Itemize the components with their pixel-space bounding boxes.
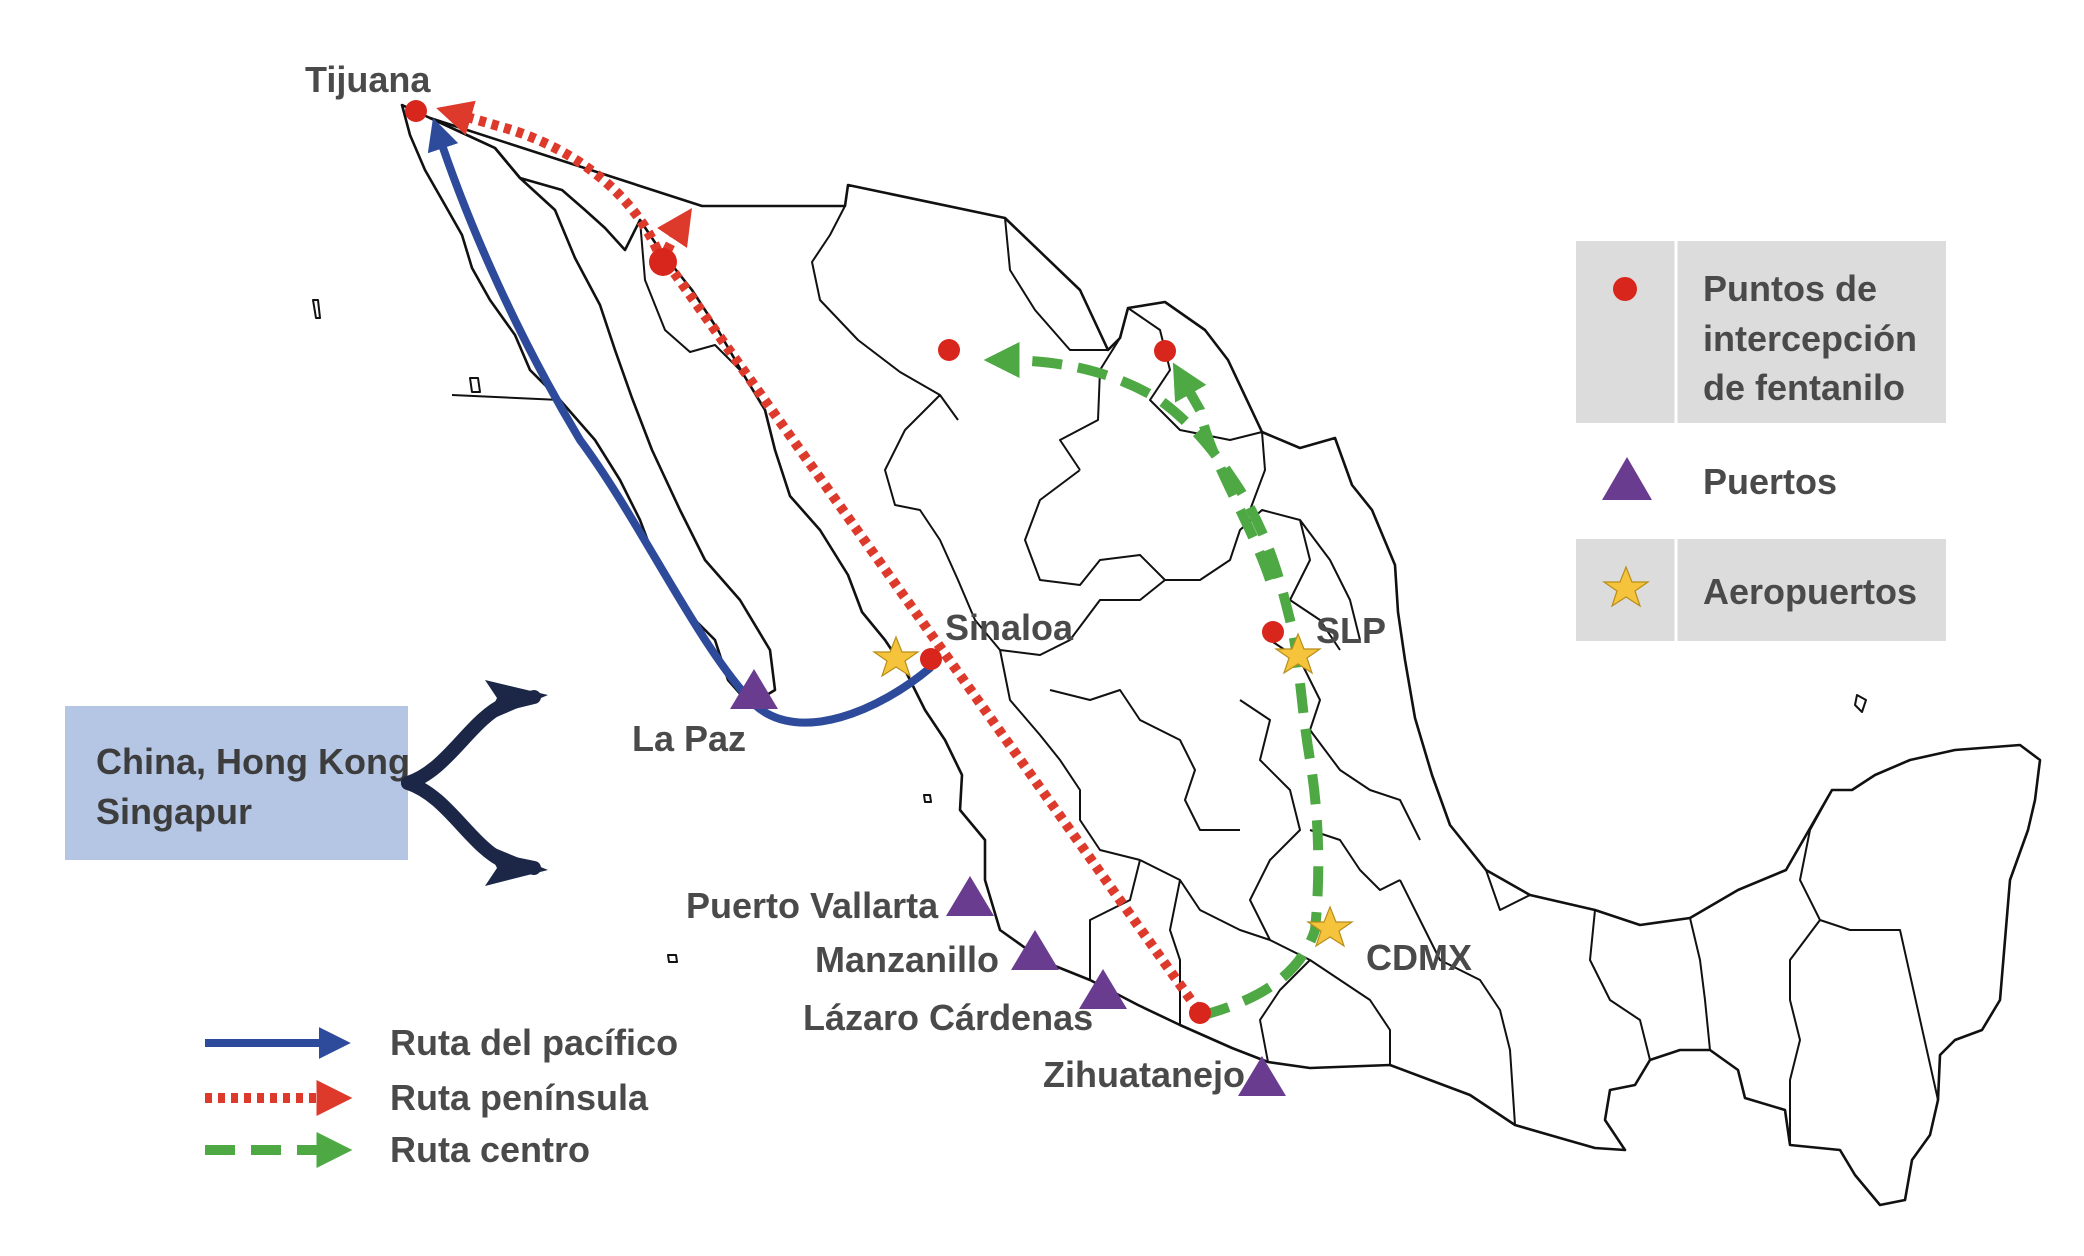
- interception-dot-icon: [1262, 621, 1284, 643]
- city-label-manzanillo: Manzanillo: [815, 939, 999, 980]
- route-legend: Ruta del pacífico Ruta península Ruta ce…: [205, 1022, 678, 1170]
- routes: [427, 100, 1324, 1021]
- city-label-tijuana: Tijuana: [305, 59, 431, 100]
- city-label-puerto-vallarta: Puerto Vallarta: [686, 885, 939, 926]
- origin-split-arrow-icon: [401, 680, 548, 886]
- city-label-cdmx: CDMX: [1366, 937, 1472, 978]
- legend-interception-line2: intercepción: [1703, 318, 1917, 359]
- interception-dot-icon: [1613, 277, 1637, 301]
- origin-label-line2: Singapur: [96, 791, 252, 832]
- origin-box-background: [65, 706, 408, 860]
- origin-label-line1: China, Hong Kong: [96, 741, 410, 782]
- airport-star-icon: [1274, 632, 1322, 675]
- port-triangle-icon: [730, 669, 778, 709]
- airports: [872, 632, 1354, 948]
- city-label-sinaloa: Sinaloa: [945, 607, 1074, 648]
- airport-star-icon: [1306, 905, 1354, 948]
- port-triangle-icon: [946, 876, 994, 916]
- port-triangle-icon: [1011, 930, 1059, 970]
- legend-center-label: Ruta centro: [390, 1129, 590, 1170]
- city-label-slp: SLP: [1316, 610, 1386, 651]
- legend-row-interception-bg: [1576, 241, 1946, 423]
- city-labels: Tijuana Sinaloa La Paz SLP CDMX Puerto V…: [305, 59, 1472, 1095]
- peninsula-route-line: [663, 261, 1203, 1013]
- legend-interception-line1: Puntos de: [1703, 268, 1877, 309]
- center-route-branch-north: [1172, 362, 1275, 582]
- mexico-map: [312, 103, 2042, 1207]
- pacific-route-line: [427, 117, 934, 727]
- legend-pacific-label: Ruta del pacífico: [390, 1022, 678, 1063]
- port-triangle-icon: [1238, 1056, 1286, 1096]
- interception-dot-icon: [1154, 340, 1176, 362]
- airport-star-icon: [872, 635, 920, 678]
- peninsula-route-branch-west: [436, 100, 667, 264]
- interception-dot-icon: [405, 100, 427, 122]
- legend-ports-label: Puertos: [1703, 461, 1837, 502]
- city-label-la-paz: La Paz: [632, 718, 746, 759]
- port-triangle-icon: [1079, 969, 1127, 1009]
- interception-dot-icon: [1189, 1002, 1211, 1024]
- island-outlines: [312, 299, 1867, 963]
- state-borders: [451, 147, 1939, 1145]
- ports: [730, 669, 1286, 1096]
- legend-row-airports-bg: [1576, 539, 1946, 641]
- airport-star-icon: [1602, 565, 1650, 608]
- interception-dot-icon: [920, 648, 942, 670]
- interception-dot-icon: [649, 248, 677, 276]
- city-label-lazaro-cardenas: Lázaro Cárdenas: [803, 997, 1093, 1038]
- interception-points: [405, 100, 1284, 1024]
- mexico-mainland-outline: [428, 116, 2042, 1207]
- legend-interception-line3: de fentanilo: [1703, 367, 1905, 408]
- marker-legend: Puntos de intercepción de fentanilo Puer…: [1576, 241, 1946, 641]
- origin-box: China, Hong Kong Singapur: [65, 706, 410, 860]
- port-triangle-icon: [1602, 457, 1652, 500]
- center-route-line: [983, 342, 1324, 1021]
- legend-airports-label: Aeropuertos: [1703, 571, 1917, 612]
- legend-peninsula-label: Ruta península: [390, 1077, 649, 1118]
- interception-dot-icon: [938, 339, 960, 361]
- city-label-zihuatanejo: Zihuatanejo: [1043, 1054, 1245, 1095]
